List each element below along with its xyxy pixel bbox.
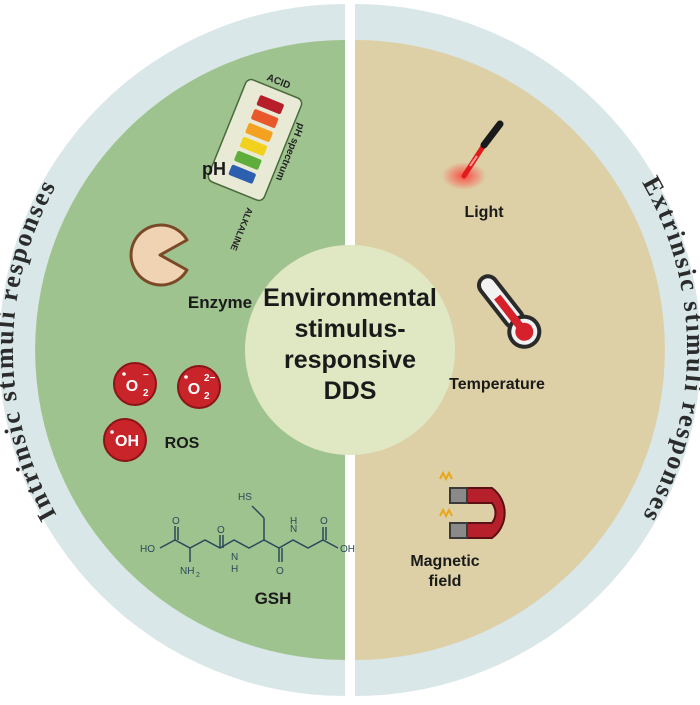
thermometer-icon	[476, 274, 542, 349]
svg-text:O: O	[188, 381, 200, 398]
enzyme-label: Enzyme	[188, 293, 252, 312]
svg-text:2−: 2−	[204, 373, 216, 384]
ph-swatch	[234, 150, 262, 170]
ros-label: ROS	[165, 435, 200, 452]
gsh-molecule-icon	[159, 505, 339, 562]
center-line-1: Environmental	[263, 284, 437, 312]
ph-swatch	[245, 123, 273, 142]
svg-text:OH: OH	[115, 433, 139, 450]
center-title: Environmental stimulus- responsive DDS	[263, 284, 437, 405]
ros-radical-icon: O 2 − O 2 2− OH	[103, 362, 221, 462]
ph-swatch	[239, 137, 268, 156]
ros-hydroxyl: OH	[103, 418, 147, 462]
center-line-2: stimulus-	[294, 315, 405, 343]
svg-text:N: N	[290, 524, 297, 535]
center-circle	[245, 245, 455, 455]
svg-text:OH: OH	[340, 544, 355, 555]
magnetic-label-line1: Magnetic	[410, 553, 479, 570]
svg-text:O: O	[217, 525, 225, 536]
ph-swatch	[251, 109, 279, 128]
ph-swatch	[228, 164, 256, 184]
svg-text:O: O	[172, 516, 180, 527]
gsh-label: GSH	[255, 589, 292, 608]
svg-text:2: 2	[204, 391, 210, 402]
ros-peroxide: O 2 2−	[177, 365, 221, 409]
svg-text:NH: NH	[180, 566, 194, 577]
svg-text:H: H	[231, 564, 238, 575]
svg-text:HS: HS	[238, 492, 252, 503]
svg-text:2: 2	[196, 572, 200, 579]
ros-superoxide: O 2 −	[113, 362, 157, 406]
svg-text:N: N	[231, 552, 238, 563]
svg-text:−: −	[143, 370, 149, 381]
center-line-3: responsive	[284, 346, 416, 374]
svg-text:2: 2	[143, 388, 149, 399]
svg-text:O: O	[126, 378, 138, 395]
ph-label: pH	[202, 159, 226, 179]
gsh-atoms: HS HO O NH 2 O N H O N H O OH	[140, 492, 355, 579]
enzyme-pacman-icon	[129, 223, 189, 287]
ph-swatch	[256, 95, 284, 115]
center-line-4: DDS	[324, 377, 377, 405]
svg-text:H: H	[290, 516, 297, 527]
magnetic-label-line2: field	[429, 573, 462, 590]
temperature-label: Temperature	[449, 376, 545, 393]
light-label: Light	[464, 204, 504, 221]
horseshoe-magnet-icon	[439, 470, 506, 539]
svg-text:O: O	[320, 516, 328, 527]
intrinsic-half	[35, 40, 345, 660]
light-pen-icon	[442, 120, 504, 190]
extrinsic-half	[355, 40, 665, 660]
svg-text:HO: HO	[140, 544, 155, 555]
svg-text:O: O	[276, 566, 284, 577]
